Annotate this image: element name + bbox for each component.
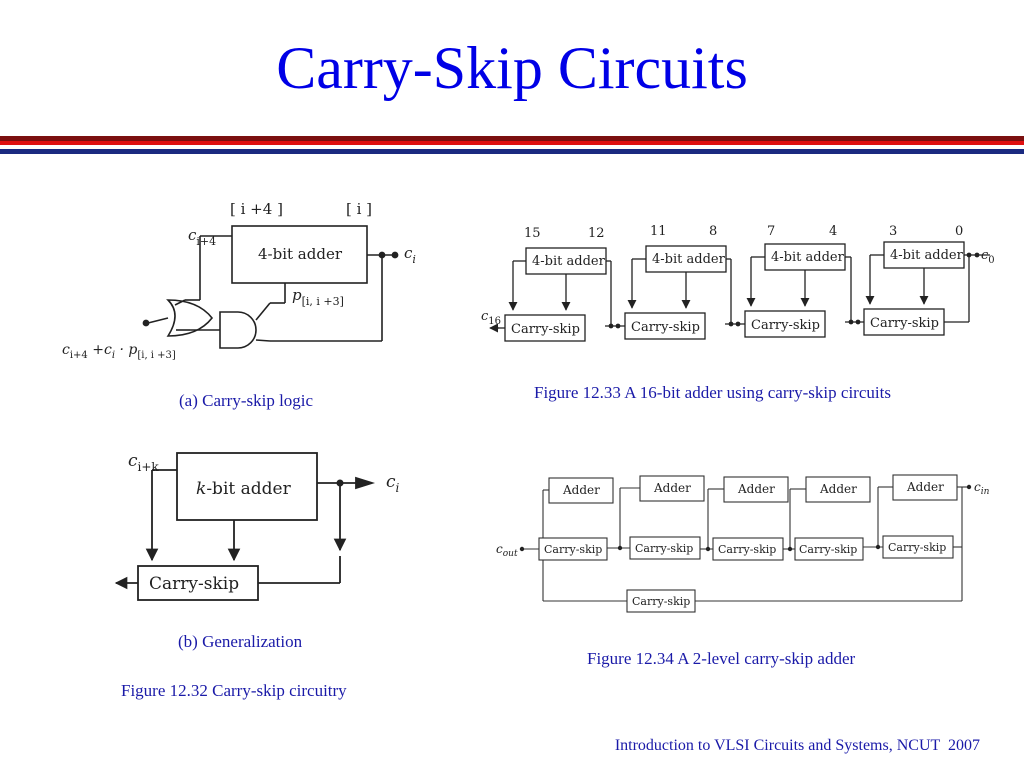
fig-33-caption: Figure 12.33 A 16-bit adder using carry-… bbox=[534, 383, 891, 402]
fig-33-bit-label: 0 bbox=[955, 224, 963, 239]
fig-33-node-1 bbox=[848, 319, 854, 325]
fig-34-node bbox=[787, 546, 793, 552]
fig-33-bit-label: 7 bbox=[767, 224, 775, 239]
fig-34-skip-label: Carry-skip bbox=[544, 543, 602, 556]
fig-33-nodes bbox=[493, 252, 980, 331]
fig-a-output-expression: ci+4 +ci · p[i, i +3] bbox=[62, 342, 176, 361]
fig-33-carry-in-terminal bbox=[974, 252, 980, 258]
fig-a-label-top-left: [ i +4 ] bbox=[230, 200, 283, 218]
fig-a-labels: [ i +4 ] [ i ] ci+4 4-bit adder ci p[i, … bbox=[62, 200, 416, 361]
fig-33-skip-label: Carry-skip bbox=[631, 320, 700, 335]
fig-34-carry-in-label: cin bbox=[974, 480, 990, 497]
fig-34-carry-out-label: cout bbox=[496, 542, 518, 559]
fig-a-or-gate bbox=[166, 299, 214, 337]
fig-34-adder-label: Adder bbox=[737, 482, 775, 496]
fig-34-skip-label: Carry-skip bbox=[799, 543, 857, 556]
fig-33-node-1b bbox=[855, 319, 861, 325]
fig-34-outer-skip-label: Carry-skip bbox=[632, 595, 690, 608]
fig-33-adder-label: 4-bit adder bbox=[532, 254, 606, 269]
fig-a-adder-label: 4-bit adder bbox=[258, 245, 343, 263]
fig-33-node-2 bbox=[728, 321, 734, 327]
fig-34-adder-label: Adder bbox=[562, 483, 600, 497]
fig-a-carry-skip-logic bbox=[142, 225, 399, 349]
fig-33-bit-label: 8 bbox=[709, 224, 717, 239]
fig-33-labels: 15 12 11 8 7 4 3 0 4-bit adder 4-bit add… bbox=[481, 224, 995, 337]
fig-33-node-2b bbox=[735, 321, 741, 327]
fig-33-skip-label: Carry-skip bbox=[511, 322, 580, 337]
fig-a-carry-out-label: ci+4 bbox=[188, 226, 216, 248]
title-rule-dark bbox=[0, 136, 1024, 141]
fig-33-bit-label: 11 bbox=[650, 224, 667, 239]
fig-34-two-level-adder bbox=[520, 474, 968, 613]
fig-34-labels: Adder Adder Adder Adder Adder Carry-skip… bbox=[496, 480, 990, 608]
fig-34-skip-label: Carry-skip bbox=[718, 543, 776, 556]
fig-b-adder-block bbox=[176, 452, 318, 521]
title-rule-blue bbox=[0, 149, 1024, 154]
fig-a-label-top-right: [ i ] bbox=[346, 200, 372, 218]
fig-33-adder-label: 4-bit adder bbox=[771, 250, 845, 265]
fig-34-carry-in-terminal bbox=[966, 484, 972, 490]
fig-33-carry-in-node bbox=[966, 252, 972, 258]
fig-34-adder-label: Adder bbox=[653, 481, 691, 495]
fig-32-caption: Figure 12.32 Carry-skip circuitry bbox=[121, 681, 347, 700]
fig-33-carry-in-label: c0 bbox=[981, 248, 995, 266]
fig-34-node bbox=[705, 546, 711, 552]
slide-title: Carry-Skip Circuits bbox=[276, 35, 748, 101]
fig-34-caption: Figure 12.34 A 2-level carry-skip adder bbox=[587, 649, 856, 668]
fig-a-carry-in-terminal bbox=[391, 251, 399, 259]
fig-a-caption: (a) Carry-skip logic bbox=[179, 391, 314, 410]
fig-33-16bit-adder bbox=[489, 241, 990, 342]
fig-a-carry-in-label: ci bbox=[404, 244, 416, 266]
fig-34-skip-label: Carry-skip bbox=[888, 541, 946, 554]
fig-a-output-node bbox=[142, 319, 150, 327]
fig-34-node bbox=[617, 545, 623, 551]
title-rule-red bbox=[0, 141, 1024, 145]
fig-34-carry-out-terminal bbox=[519, 546, 525, 552]
fig-34-skip-label: Carry-skip bbox=[635, 542, 693, 555]
fig-a-propagate-label: p[i, i +3] bbox=[292, 286, 344, 308]
fig-33-bit-label: 3 bbox=[889, 224, 897, 239]
fig-33-carry-out-label: c16 bbox=[481, 309, 501, 327]
fig-b-carry-in-label: ci bbox=[386, 472, 400, 495]
fig-33-node-3b bbox=[615, 323, 621, 329]
fig-34-adder-label: Adder bbox=[819, 482, 857, 496]
fig-33-bit-label: 12 bbox=[588, 226, 605, 241]
fig-34-adder-label: Adder bbox=[906, 480, 944, 494]
fig-b-skip-label: Carry-skip bbox=[149, 574, 239, 594]
fig-b-caption: (b) Generalization bbox=[178, 632, 303, 651]
fig-b-generalization bbox=[114, 452, 376, 601]
fig-b-adder-label: k-bit adder bbox=[196, 479, 292, 499]
fig-b-labels: ci+k k-bit adder ci Carry-skip bbox=[128, 451, 400, 594]
fig-34-nodes bbox=[519, 484, 972, 552]
fig-33-skip-label: Carry-skip bbox=[751, 318, 820, 333]
fig-a-and-gate bbox=[219, 311, 257, 349]
fig-33-bit-label: 4 bbox=[829, 224, 837, 239]
fig-33-skip-label: Carry-skip bbox=[870, 316, 939, 331]
fig-33-adder-label: 4-bit adder bbox=[890, 248, 964, 263]
fig-33-carry-out-node bbox=[493, 325, 499, 331]
fig-33-node-3 bbox=[608, 323, 614, 329]
slide-footer: Introduction to VLSI Circuits and System… bbox=[614, 737, 980, 754]
fig-33-adder-label: 4-bit adder bbox=[652, 252, 726, 267]
fig-b-carry-out-label: ci+k bbox=[128, 451, 159, 474]
fig-34-node bbox=[875, 544, 881, 550]
fig-33-bit-label: 15 bbox=[524, 226, 541, 241]
